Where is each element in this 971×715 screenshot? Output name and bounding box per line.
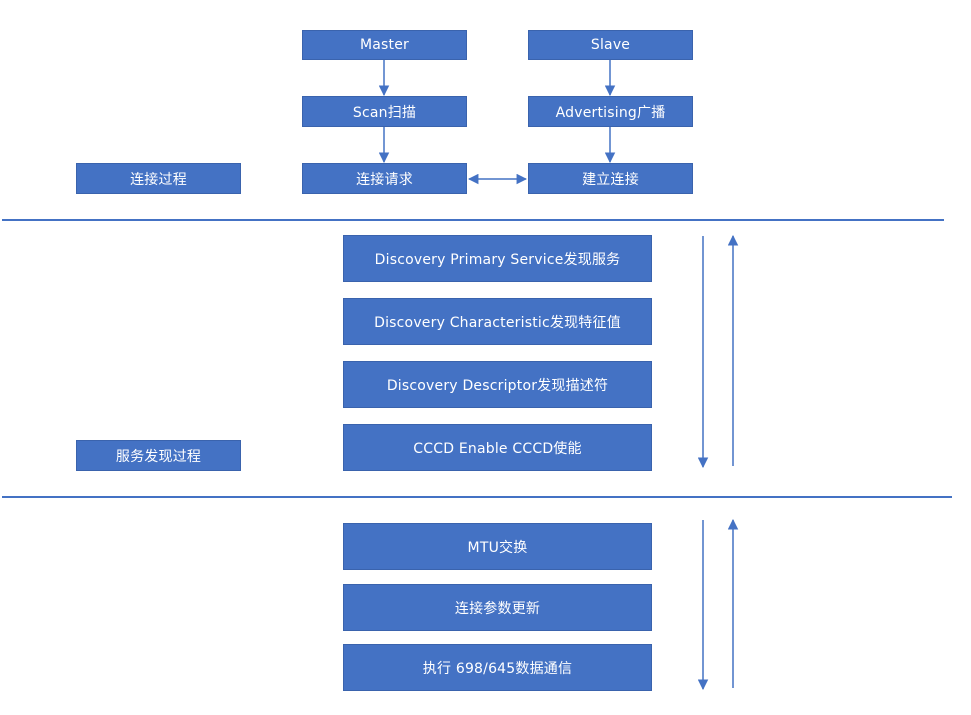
step-discover-primary-service: Discovery Primary Service发现服务 — [343, 235, 652, 282]
connection-request-box: 连接请求 — [302, 163, 467, 194]
step-discover-characteristic: Discovery Characteristic发现特征值 — [343, 298, 652, 345]
advertising-box: Advertising广播 — [528, 96, 693, 127]
section-label-service-discovery: 服务发现过程 — [76, 440, 241, 471]
establish-connection-box: 建立连接 — [528, 163, 693, 194]
scan-box: Scan扫描 — [302, 96, 467, 127]
slave-box: Slave — [528, 30, 693, 60]
step-data-communication: 执行 698/645数据通信 — [343, 644, 652, 691]
master-box: Master — [302, 30, 467, 60]
step-mtu-exchange: MTU交换 — [343, 523, 652, 570]
step-cccd-enable: CCCD Enable CCCD使能 — [343, 424, 652, 471]
divider-bottom — [2, 496, 952, 498]
divider-top — [2, 219, 944, 221]
section-label-connection: 连接过程 — [76, 163, 241, 194]
step-connection-parameter-update: 连接参数更新 — [343, 584, 652, 631]
step-discover-descriptor: Discovery Descriptor发现描述符 — [343, 361, 652, 408]
